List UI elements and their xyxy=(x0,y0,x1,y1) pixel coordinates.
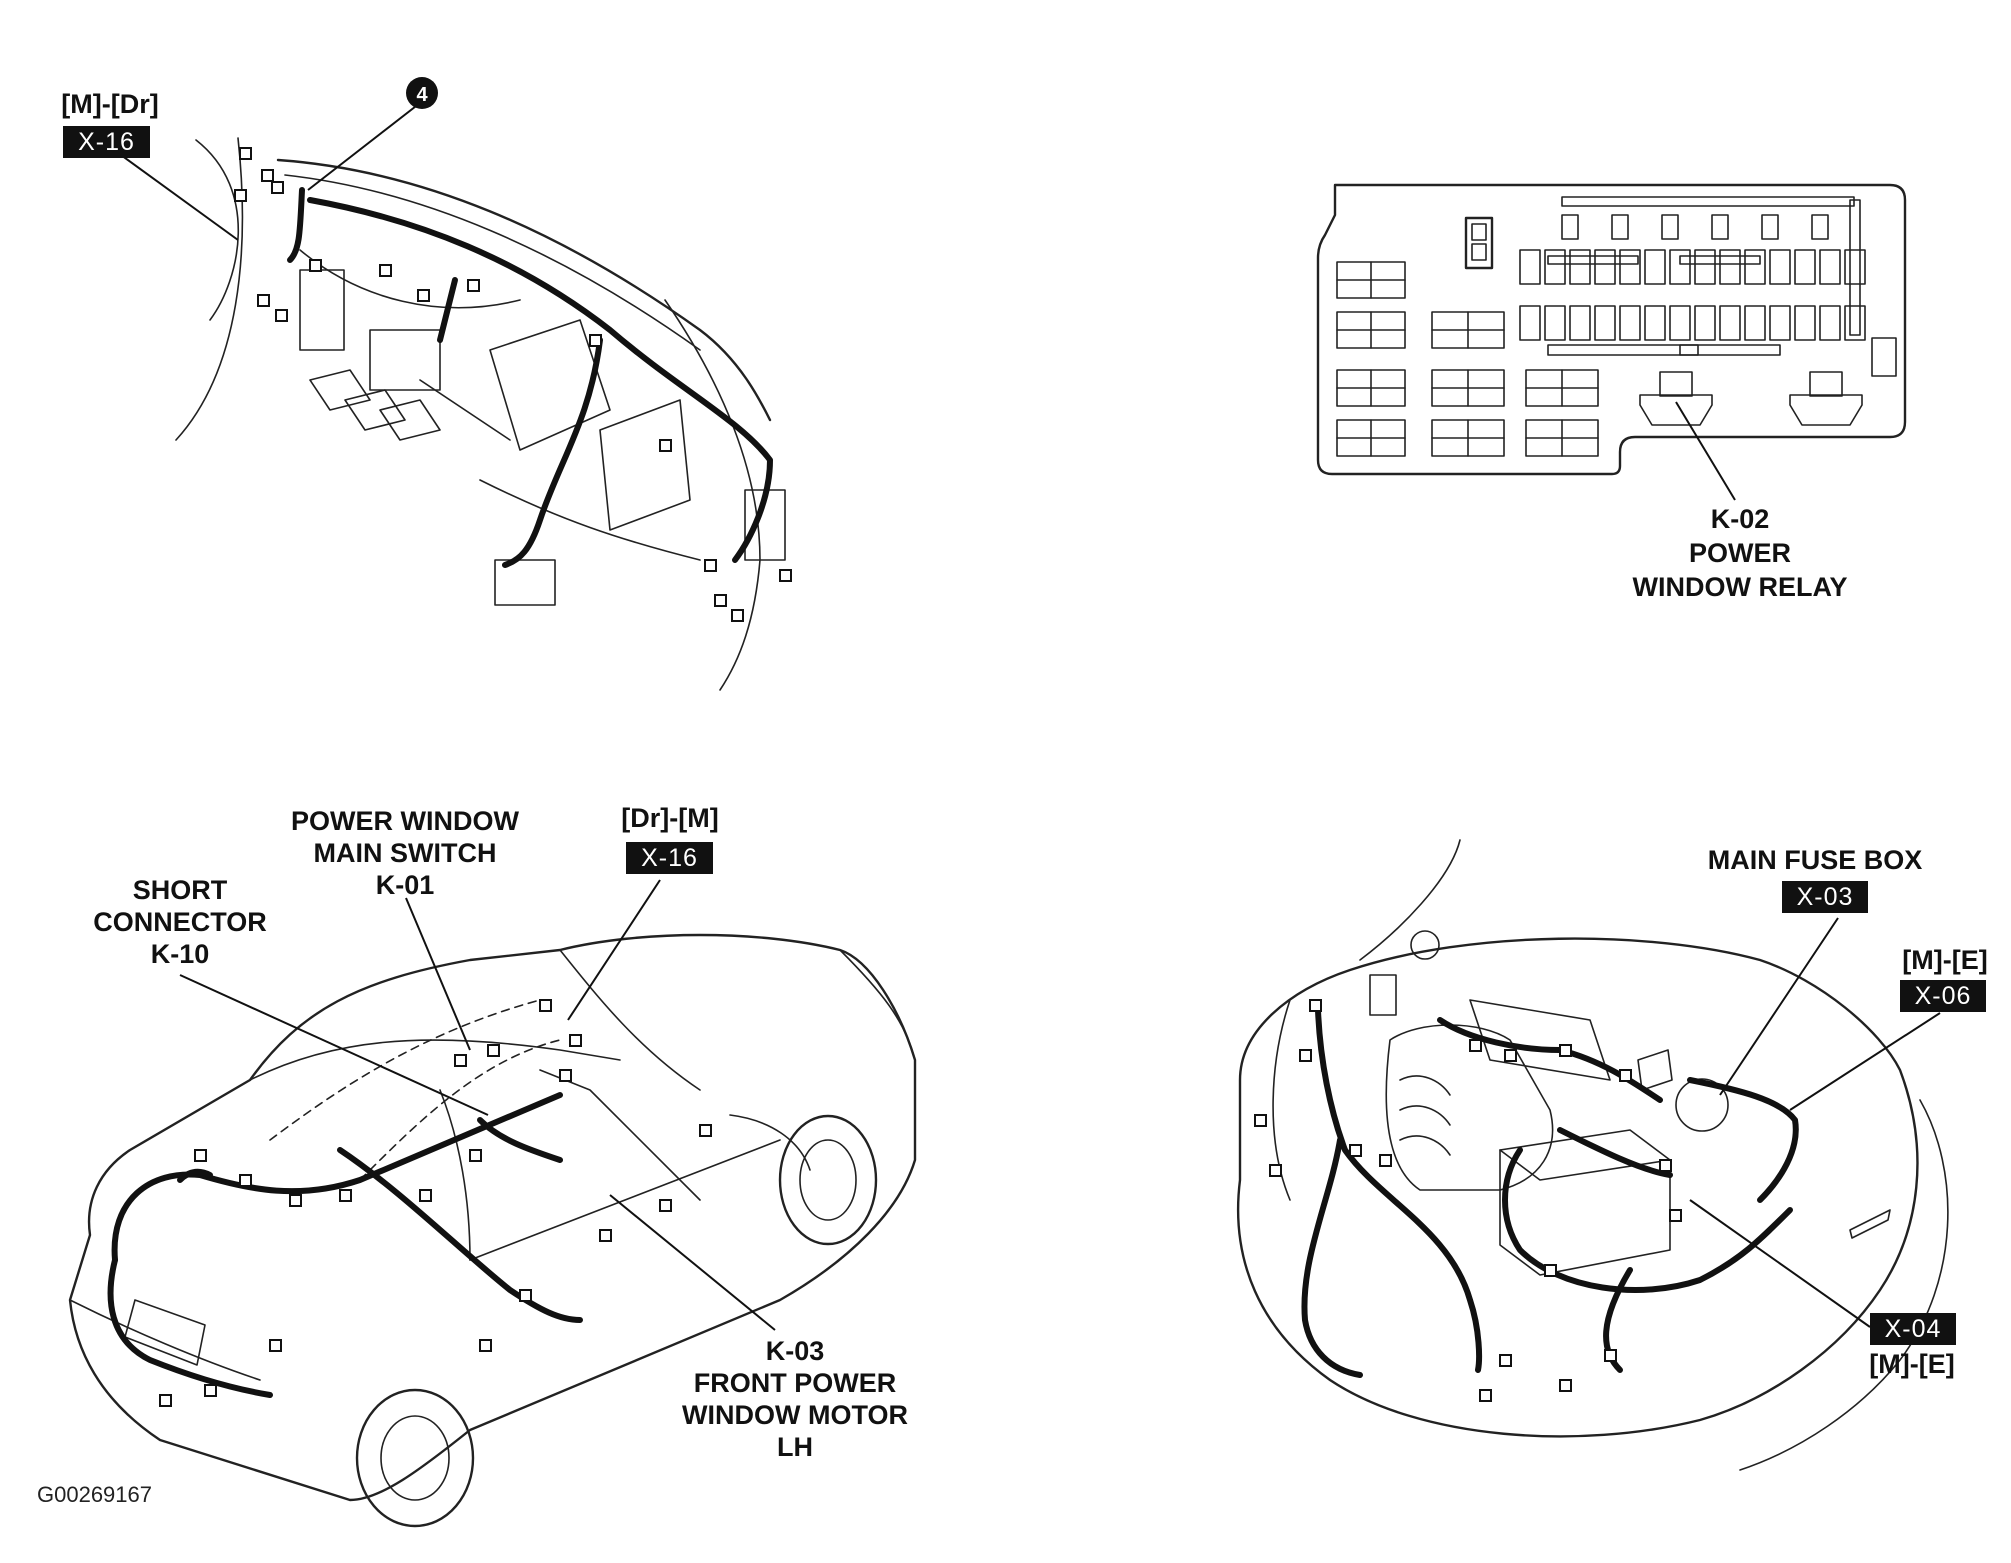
callout-circle xyxy=(406,77,438,109)
leader-line-k10 xyxy=(179,974,489,1116)
leader-line-k01 xyxy=(405,897,471,1051)
figure-id: G00269167 xyxy=(37,1482,152,1507)
door-connector-tag: X-16 xyxy=(626,842,713,874)
motor-line3: LH xyxy=(777,1432,813,1462)
leader-line-k03 xyxy=(609,1194,776,1331)
x06-connector-pair: [M]-[E] xyxy=(1902,945,1988,975)
motor-code: K-03 xyxy=(765,1336,825,1366)
motor-line2: WINDOW MOTOR xyxy=(682,1400,908,1430)
relay-line1: POWER xyxy=(1688,538,1791,568)
leader-line-x04 xyxy=(1689,1199,1871,1328)
leader-line-callout-4 xyxy=(307,102,421,191)
leader-line-x06 xyxy=(1789,1012,1941,1111)
leader-line-x16-dash xyxy=(109,146,239,241)
short-connector-label: SHORT CONNECTOR K-10 xyxy=(70,874,290,970)
engine-bay-illustration xyxy=(1236,839,1949,1471)
short-connector-line2: CONNECTOR xyxy=(93,907,267,937)
x04-connector-pair: [M]-[E] xyxy=(1869,1349,1955,1379)
x04-connector-tag: X-04 xyxy=(1870,1313,1956,1345)
car-illustration xyxy=(68,933,917,1528)
short-connector-code: K-10 xyxy=(150,939,210,969)
relay-code: K-02 xyxy=(1710,504,1770,534)
dash-connector-tag: X-16 xyxy=(63,126,150,158)
fuse-box-tag: X-03 xyxy=(1782,881,1868,913)
callout-number: 4 xyxy=(416,84,428,106)
motor-label: K-03 FRONT POWER WINDOW MOTOR LH xyxy=(660,1335,930,1463)
fuse-box-label: MAIN FUSE BOX xyxy=(1707,845,1923,875)
dash-connector-pair: [M]-[Dr] xyxy=(61,89,159,119)
main-switch-label: POWER WINDOW MAIN SWITCH K-01 xyxy=(270,805,540,901)
leader-line-x16-car xyxy=(567,879,661,1021)
main-switch-line2: MAIN SWITCH xyxy=(313,838,497,868)
door-connector-pair: [Dr]-[M] xyxy=(621,803,719,833)
relay-box-illustration xyxy=(1316,183,1907,476)
relay-box-label: K-02 POWER WINDOW RELAY xyxy=(1610,502,1870,604)
main-switch-line1: POWER WINDOW xyxy=(291,806,519,836)
motor-line1: FRONT POWER xyxy=(693,1368,897,1398)
leader-line-k02 xyxy=(1675,401,1736,501)
relay-line2: WINDOW RELAY xyxy=(1632,572,1848,602)
leader-line-x03 xyxy=(1719,917,1839,1096)
main-switch-code: K-01 xyxy=(375,870,435,900)
x06-connector-tag: X-06 xyxy=(1900,980,1986,1012)
dashboard-illustration xyxy=(175,137,792,691)
short-connector-line1: SHORT xyxy=(132,875,228,905)
